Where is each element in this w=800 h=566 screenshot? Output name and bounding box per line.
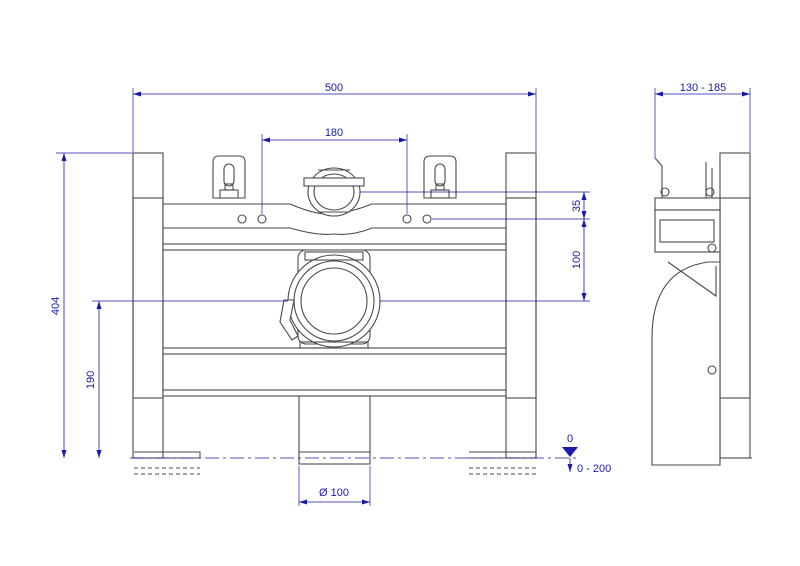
side-view: [651, 152, 752, 466]
right-bracket: [423, 155, 457, 199]
dimensions: 500 180 404 190 35 100: [50, 82, 751, 506]
drain-pipe: [298, 395, 371, 465]
dim-offset-100: 100: [571, 251, 583, 269]
left-post: [132, 152, 164, 459]
dim-width-500: 500: [325, 82, 343, 94]
dim-outlet-190: 190: [85, 371, 97, 389]
lower-rail: [162, 347, 507, 355]
right-foot: [469, 451, 537, 459]
floor-range-label: 0 - 200: [577, 463, 611, 475]
dim-height-404: 404: [50, 297, 62, 315]
main-connector: [279, 249, 381, 349]
floor-marker: [562, 447, 578, 457]
bottom-rail: [162, 389, 507, 397]
upper-connector: [303, 167, 365, 217]
dim-offset-35: 35: [571, 200, 583, 212]
dim-hole-spacing-180: 180: [325, 127, 343, 139]
floor-zero-label: 0: [567, 433, 573, 445]
side-elbow: [651, 261, 721, 466]
front-view: [132, 152, 537, 475]
middle-rail: [162, 243, 507, 251]
left-bracket: [212, 155, 246, 199]
dim-pipe-diameter: Ø 100: [319, 487, 349, 499]
side-post: [719, 152, 751, 459]
dim-depth-range: 130 - 185: [680, 82, 726, 94]
right-post: [505, 152, 537, 459]
